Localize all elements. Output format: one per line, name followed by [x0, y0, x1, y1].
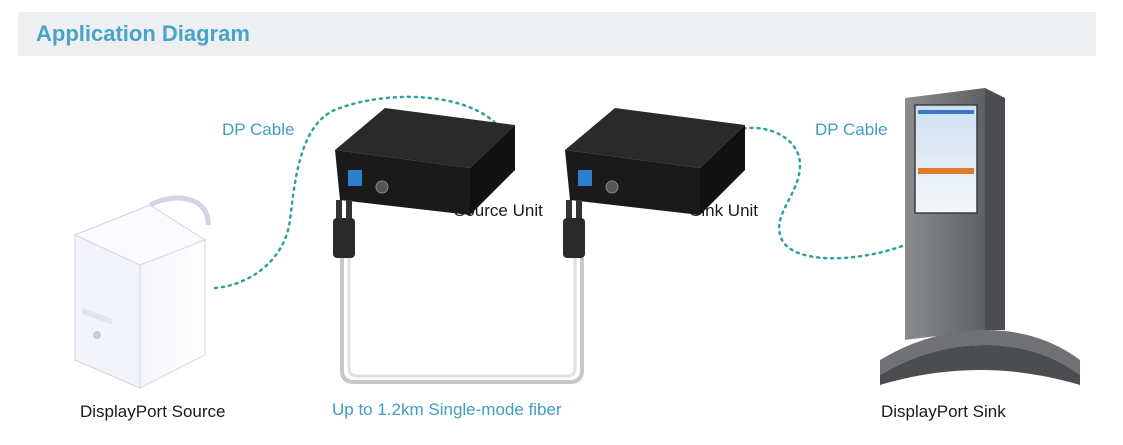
displayport-sink-kiosk [880, 88, 1080, 385]
sink-unit-device [565, 108, 745, 215]
fiber-cable [333, 200, 585, 384]
section-title: Application Diagram [36, 21, 250, 46]
sink-unit-label: Sink Unit [690, 201, 759, 220]
dp-cable-left-label: DP Cable [222, 120, 295, 139]
dp-cable-right-label: DP Cable [815, 120, 888, 139]
source-unit-device [335, 108, 515, 215]
dp-cable-right [728, 126, 907, 260]
source-unit-label: Source Unit [454, 201, 543, 220]
section-header: Application Diagram [18, 12, 1096, 56]
displayport-source-label: DisplayPort Source [80, 402, 226, 421]
displayport-source-computer [73, 195, 211, 389]
dp-cable-left [213, 95, 502, 290]
fiber-label: Up to 1.2km Single-mode fiber [332, 400, 562, 419]
displayport-sink-label: DisplayPort Sink [881, 402, 1006, 421]
